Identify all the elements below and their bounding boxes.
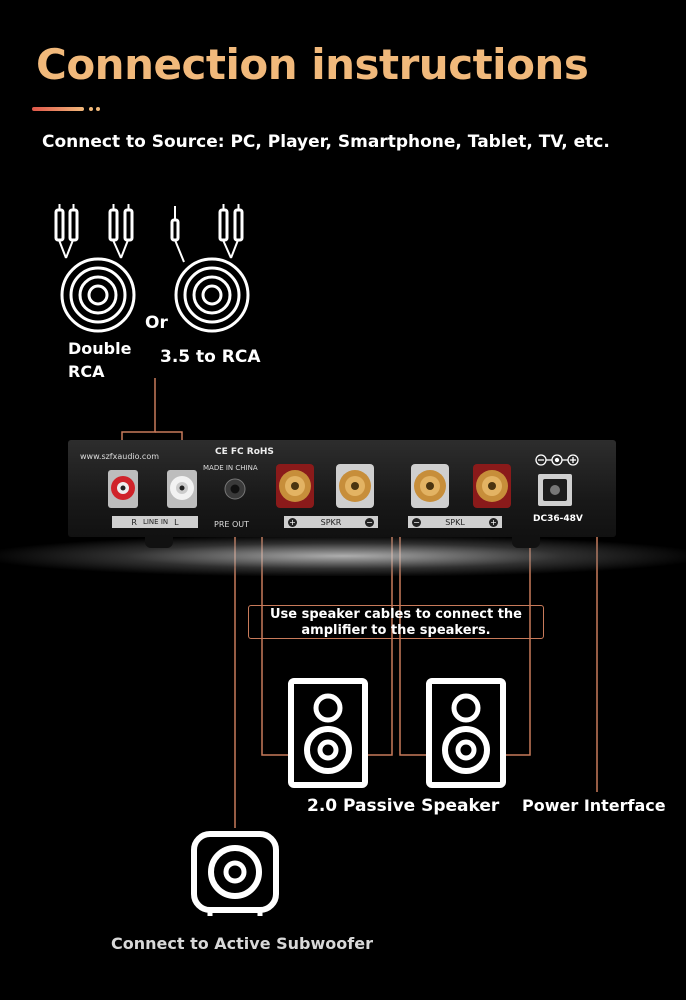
line-in-l: L xyxy=(174,517,179,527)
spkl-positive-terminal[interactable] xyxy=(472,463,512,509)
pre-out-label: PRE OUT xyxy=(214,520,250,529)
speaker-right-icon xyxy=(288,678,368,788)
made-in-label: MADE IN CHINA xyxy=(203,464,258,472)
spkr-strip: + SPKR − xyxy=(284,516,378,528)
mini-jack-rca-cable-icon xyxy=(170,204,250,333)
speaker-cable-callout: Use speaker cables to connect the amplif… xyxy=(248,605,544,639)
rca-jack-left-white[interactable] xyxy=(167,470,197,508)
mini-to-rca-label: 3.5 to RCA xyxy=(160,347,261,367)
subwoofer-label: Connect to Active Subwoofer xyxy=(111,934,373,953)
certification-marks: CE FC RoHS xyxy=(215,447,274,457)
floor-glow xyxy=(0,536,686,576)
title-underline-dot xyxy=(96,107,100,111)
subwoofer-icon xyxy=(191,831,279,916)
spkl-negative-terminal[interactable] xyxy=(410,463,450,509)
plus-icon: + xyxy=(288,517,297,527)
power-interface-label: Power Interface xyxy=(522,796,666,815)
source-subtitle: Connect to Source: PC, Player, Smartphon… xyxy=(42,132,610,152)
minus-icon: − xyxy=(412,517,421,527)
panel-foot xyxy=(512,536,540,548)
line-in-label: LINE IN xyxy=(142,518,169,526)
minus-icon: − xyxy=(365,517,374,527)
polarity-symbol-icon xyxy=(535,454,579,466)
double-rca-label-line2: RCA xyxy=(68,362,105,381)
callout-line1: Use speaker cables to connect the xyxy=(269,607,522,622)
panel-foot xyxy=(145,536,173,548)
line-in-strip: R LINE IN L xyxy=(112,516,198,528)
brand-url: www.szfxaudio.com xyxy=(80,452,160,461)
double-rca-cable-icon xyxy=(54,204,136,333)
spkr-label: SPKR xyxy=(320,517,342,527)
power-spec-label: DC36-48V xyxy=(533,514,583,524)
or-label: Or xyxy=(145,313,168,333)
page-title: Connection instructions xyxy=(36,40,589,89)
spkl-strip: − SPKL + xyxy=(408,516,502,528)
dc-power-jack[interactable] xyxy=(537,473,573,507)
double-rca-label-line1: Double xyxy=(68,339,132,358)
speaker-left-icon xyxy=(426,678,506,788)
title-underline-dot xyxy=(89,107,93,111)
rca-jack-right-red[interactable] xyxy=(108,470,138,508)
spkr-positive-terminal[interactable] xyxy=(275,463,315,509)
spkl-label: SPKL xyxy=(445,517,465,527)
line-in-r: R xyxy=(131,517,137,527)
spkr-negative-terminal[interactable] xyxy=(335,463,375,509)
plus-icon: + xyxy=(488,517,498,527)
passive-speaker-label: 2.0 Passive Speaker xyxy=(307,796,500,816)
pre-out-jack[interactable] xyxy=(224,478,246,500)
title-underline xyxy=(32,107,84,111)
callout-line2: amplifier to the speakers. xyxy=(301,623,491,638)
